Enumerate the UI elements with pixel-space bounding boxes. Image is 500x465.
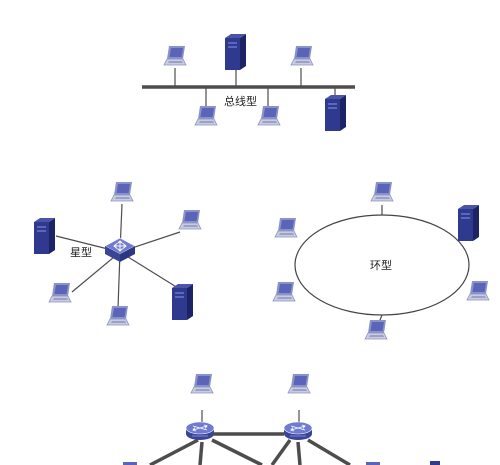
laptop-icon <box>190 373 214 394</box>
server-icon <box>34 218 55 254</box>
ring-label: 环型 <box>370 258 392 272</box>
laptop-icon <box>466 280 490 301</box>
laptop-icon <box>274 217 298 238</box>
laptop-icon <box>290 45 314 66</box>
laptop-icon <box>272 281 296 302</box>
laptop-icon <box>366 462 380 465</box>
bus-label: 总线型 <box>224 94 257 108</box>
laptop-icon <box>48 282 72 303</box>
laptop-icon <box>163 45 187 66</box>
mesh-topology <box>123 373 440 465</box>
bus-topology: 总线型 <box>142 34 355 131</box>
router-link <box>198 441 204 465</box>
router-icon <box>283 421 313 441</box>
laptop-icon <box>370 181 394 202</box>
laptop-icon <box>194 105 218 126</box>
server-icon <box>172 284 193 320</box>
router-link <box>307 438 351 465</box>
router-link <box>149 438 199 465</box>
router-icon <box>185 421 215 441</box>
laptop-icon <box>178 209 202 230</box>
server-icon <box>430 461 440 465</box>
star-topology: 星型 <box>34 181 202 326</box>
router-link <box>211 438 263 465</box>
laptop-icon <box>257 105 281 126</box>
laptop-icon <box>364 319 388 340</box>
laptop-icon <box>287 373 311 394</box>
star-link <box>71 251 121 293</box>
star-label: 星型 <box>70 245 92 259</box>
ring-topology: 环型 <box>272 181 490 340</box>
laptop-icon <box>106 305 130 326</box>
server-icon <box>225 34 246 70</box>
router-link <box>270 438 292 465</box>
laptop-icon <box>110 181 134 202</box>
server-icon <box>458 205 479 241</box>
laptop-icon <box>123 462 137 465</box>
star-link <box>119 251 179 289</box>
router-link <box>296 441 302 465</box>
server-icon <box>325 95 346 131</box>
